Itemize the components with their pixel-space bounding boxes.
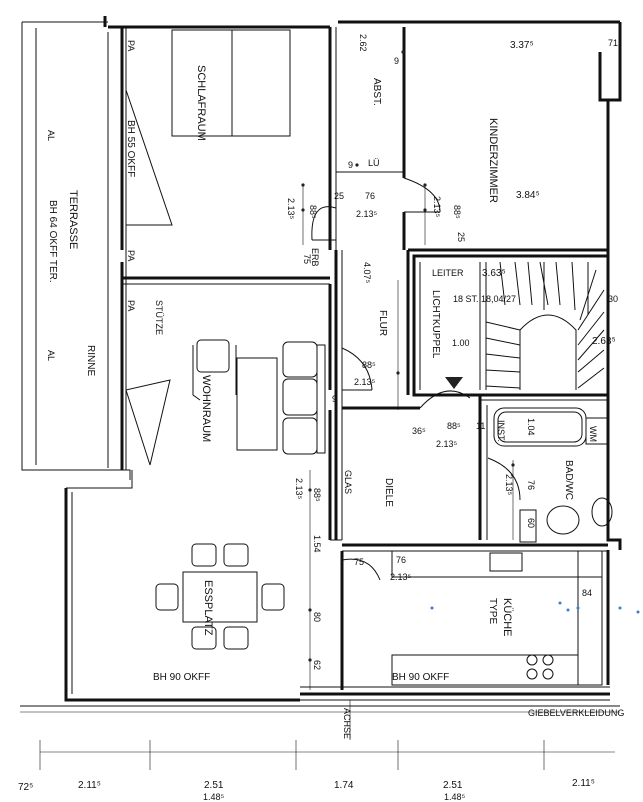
dim-3375: 3.37⁵ (510, 40, 534, 51)
furniture (155, 29, 613, 686)
label-achse: ACHSE (342, 708, 352, 739)
dim-365: 36⁵ (412, 426, 426, 436)
room-diele: DIELE (383, 478, 394, 507)
terrasse-bh: BH 64 OKFF TER. (47, 200, 58, 283)
dim-11: 11 (476, 421, 485, 431)
room-esplatz: ESSPLATZ (202, 580, 214, 636)
label-giebel: GIEBELVERKLEIDUNG (528, 708, 624, 718)
dim-9b: 9 (348, 160, 353, 170)
room-abst: ABST. (371, 78, 382, 106)
label-glas: GLAS (343, 470, 353, 494)
label-leiter: LEITER (432, 268, 464, 278)
label-al-low: AL (46, 350, 56, 361)
dim-3635: 3.63⁵ (482, 268, 506, 279)
label-al-top: AL (46, 130, 56, 141)
room-kueche-type: TYPE (487, 598, 498, 624)
dim-25b: 25 (456, 232, 466, 242)
dim-2135g: 2.13⁵ (294, 478, 304, 500)
stair-direction-arrow (445, 377, 463, 389)
stairs (419, 261, 605, 390)
label-bh90-left: BH 90 OKFF (153, 672, 210, 683)
dim-75b: 75 (354, 557, 364, 567)
bottom-dim-174: 1.74 (334, 780, 354, 791)
doors (125, 89, 521, 581)
dim-885e: 88⁵ (312, 488, 322, 502)
label-stuetze: STÜTZE (154, 300, 164, 335)
dim-262: 2.62 (358, 34, 368, 52)
dim-885a: 88⁵ (308, 205, 318, 219)
label-bh55: BH 55 OKFF (125, 120, 136, 177)
dimension-labels: 2.62 3.37⁵ 71 9 9 25 76 2.13⁵ 88⁵ 2.13⁵ … (18, 34, 618, 802)
dim-100: 1.00 (452, 338, 470, 348)
dim-75a: 75 (302, 254, 312, 264)
dim-62: 62 (312, 660, 322, 670)
bottom-dim-1485a: 1.48⁵ (203, 792, 225, 802)
dim-2135a: 2.13⁵ (356, 209, 378, 219)
dim-76c: 76 (396, 555, 406, 565)
label-wm: WM (588, 426, 598, 442)
room-schlafraum: SCHLAFRAUM (195, 65, 207, 141)
dim-25a: 25 (334, 191, 344, 201)
room-wohnraum: WOHNRAUM (200, 375, 212, 442)
annotation-labels: PA PA PA AL AL BH 55 OKFF STÜTZE LÜ ERB … (46, 40, 624, 739)
label-erb: ERB (310, 248, 320, 267)
bottom-dim-251a: 2.51 (204, 780, 224, 791)
dim-60: 60 (526, 518, 536, 528)
dim-2135d: 2.13⁵ (354, 377, 376, 387)
room-terrasse: TERRASSE (67, 190, 79, 249)
room-labels: SCHLAFRAUM ABST. KINDERZIMMER TERRASSE B… (47, 65, 574, 637)
room-kueche: KÜCHE (501, 598, 513, 637)
walls (20, 16, 622, 713)
label-pa-mid: PA (126, 250, 136, 261)
label-inst: INST. (496, 420, 506, 442)
bottom-dim-2115b: 2.11⁵ (572, 778, 595, 789)
label-bh90-right: BH 90 OKFF (392, 672, 449, 683)
dim-9a: 9 (394, 56, 399, 66)
bottom-dim-1485b: 1.48⁵ (444, 792, 466, 802)
dim-885b: 88⁵ (452, 205, 462, 219)
blue-marks (430, 601, 640, 614)
dim-76b: 76 (526, 480, 536, 490)
label-pa-low: PA (126, 300, 136, 311)
room-kinderzimmer: KINDERZIMMER (487, 118, 499, 203)
label-stairs: 18 ST. 18,04/27 (453, 294, 516, 304)
bottom-dim-2115a: 2.11⁵ (78, 780, 101, 791)
room-lichtkuppel: LICHTKUPPEL (430, 290, 441, 359)
dim-3845: 3.84⁵ (516, 190, 540, 201)
dim-2135b: 2.13⁵ (286, 198, 296, 220)
dim-84: 84 (582, 588, 592, 598)
dim-2135c: 2.13⁵ (432, 196, 442, 218)
room-rinne: RINNE (85, 345, 96, 376)
dim-885c: 88⁵ (362, 360, 376, 370)
room-flur: FLUR (377, 310, 388, 336)
dim-80: 80 (312, 612, 322, 622)
dim-4075: 4.07⁵ (362, 262, 372, 284)
dim-76a: 76 (365, 191, 375, 201)
dim-2135e: 2.13⁵ (436, 439, 458, 449)
dim-104: 1.04 (526, 418, 536, 436)
dim-885d: 88⁵ (447, 421, 461, 431)
dimension-lines (39, 50, 615, 770)
dim-2135h: 2.13⁵ (390, 572, 412, 582)
dim-30: 30 (608, 294, 618, 304)
bottom-dim-251b: 2.51 (443, 780, 463, 791)
dim-9c: 9 (332, 394, 337, 404)
room-bad: BAD/WC (563, 460, 574, 500)
dim-71: 71 (608, 38, 618, 48)
label-lue: LÜ (368, 158, 380, 168)
bottom-dim-725: 72⁵ (18, 782, 33, 793)
dim-154: 1.54 (312, 535, 322, 553)
dim-2635: 2.63⁵ (592, 336, 616, 347)
dim-2135f: 2.13⁵ (504, 474, 514, 496)
label-pa-top: PA (126, 40, 136, 51)
